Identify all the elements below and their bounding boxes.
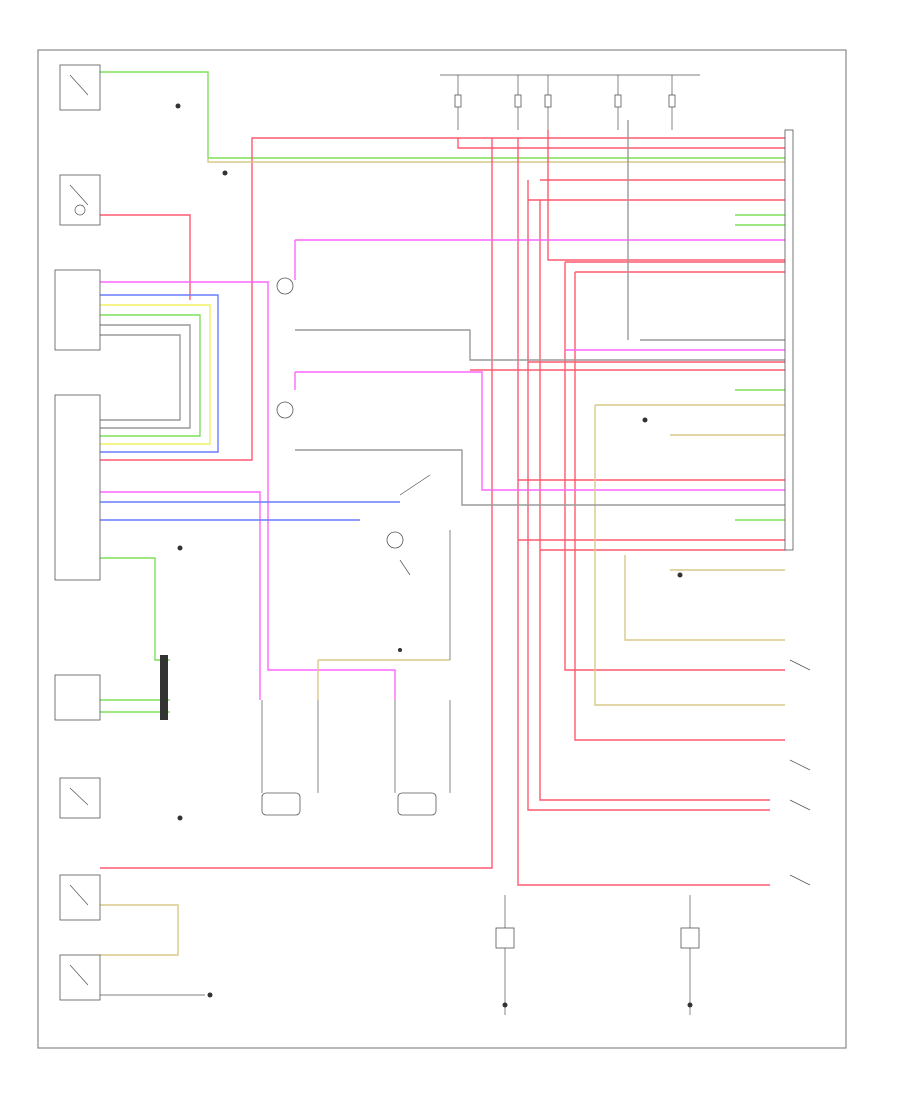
wire-gray-1	[100, 324, 191, 429]
sliding-sensor-box	[59, 954, 101, 1001]
wire-yellow-1	[100, 304, 211, 445]
ground-icon	[642, 417, 648, 423]
wire-red-v1	[517, 138, 770, 886]
right-rear-lock	[394, 700, 451, 816]
unlock-switch-box	[59, 64, 101, 111]
left-rear-light	[495, 895, 515, 1015]
wire-red-v6	[574, 272, 785, 741]
ground-icon	[175, 103, 181, 109]
left-lock-unit	[276, 401, 294, 419]
fuse-icon	[544, 94, 552, 108]
ground-icon	[177, 545, 183, 551]
tailgate-switch	[59, 874, 101, 921]
ground-icon	[677, 572, 683, 578]
splice-icon	[398, 648, 402, 652]
fuse-icon	[454, 94, 462, 108]
left-lock-motor-icon	[276, 401, 294, 419]
left-front-switch	[789, 759, 811, 811]
wire-red-bottom	[100, 138, 493, 869]
central-module	[784, 129, 794, 551]
wire-green-2	[100, 314, 201, 437]
rear-motor	[642, 417, 683, 578]
left-rear-lock-leads	[261, 700, 319, 793]
wire-gray-2	[100, 334, 181, 421]
right-lock-unit	[276, 277, 294, 295]
steering-module	[54, 655, 168, 721]
hood-sensor-contact	[69, 787, 89, 806]
wire-red-b	[457, 138, 785, 149]
ground-icon	[687, 1002, 693, 1008]
wire-red-v4	[547, 130, 785, 261]
door-module	[54, 269, 183, 581]
hood-sensor-box	[59, 777, 101, 819]
right-rear-lock-leads	[394, 700, 451, 793]
ground-icon	[222, 170, 228, 176]
wire-tan-4	[100, 904, 179, 956]
hood-sensor	[59, 777, 183, 821]
left-front-switch-contacts	[789, 759, 811, 811]
ground-icon	[502, 1002, 508, 1008]
door-module-upper-connector	[54, 269, 101, 351]
wire-gray-4	[295, 449, 785, 506]
motor-switch	[59, 170, 228, 226]
right-lock-motor-icon	[276, 277, 294, 295]
right-rear-light-bulb	[680, 927, 700, 949]
unlock-switch-contact	[69, 74, 89, 96]
wire-tan-5	[670, 434, 785, 571]
unlock-switch	[59, 64, 181, 111]
left-rear-light-bulb	[495, 927, 515, 949]
motor-switch-box	[59, 174, 101, 226]
motor-icon	[74, 204, 86, 216]
tailgate-switch-contact	[69, 884, 89, 906]
wire-tan-1	[317, 659, 450, 700]
wire-red-v5	[564, 262, 785, 671]
wire-gray-3	[295, 329, 785, 361]
wire-pink-4	[295, 371, 785, 491]
diagram-frame	[37, 49, 847, 1049]
fuse-icon	[614, 94, 622, 108]
wire-red-trunk	[100, 214, 191, 300]
wire-pink-7	[100, 491, 261, 700]
right-front-switch	[789, 659, 811, 886]
fuse-icon	[514, 94, 522, 108]
wire-tan-3	[624, 555, 785, 641]
trunk-motor-icon	[386, 531, 404, 549]
wire-blue-1	[100, 294, 219, 453]
central-module-connector	[784, 129, 794, 551]
sliding-sensor-contact	[69, 964, 89, 986]
wire-red-v2	[527, 180, 770, 811]
wire-green-top	[100, 71, 785, 159]
right-rear-light	[680, 895, 700, 1015]
fuse-block	[440, 74, 700, 130]
left-rear-lock-actuator	[261, 792, 301, 816]
steering-connector	[160, 655, 168, 720]
trunk-switch-contacts	[399, 474, 431, 576]
fuse-icon	[668, 94, 676, 108]
left-rear-lock	[261, 700, 319, 816]
motor-switch-contact	[69, 184, 89, 206]
door-module-lower-connector	[54, 394, 101, 581]
wire-group	[100, 71, 785, 956]
ground-icon	[207, 992, 213, 998]
wire-red-v3	[539, 200, 770, 801]
right-front-switch-contacts	[789, 659, 811, 886]
wire-tan-top	[207, 158, 785, 163]
tailgate-switch-box	[59, 874, 101, 921]
wire-pink-5	[100, 281, 396, 700]
trunk-switch	[386, 474, 451, 660]
right-rear-lock-actuator	[397, 792, 437, 816]
ground-icon	[177, 815, 183, 821]
wire-green-right	[735, 214, 785, 521]
steering-module-box	[54, 674, 101, 721]
sliding-sensor	[59, 954, 213, 1001]
